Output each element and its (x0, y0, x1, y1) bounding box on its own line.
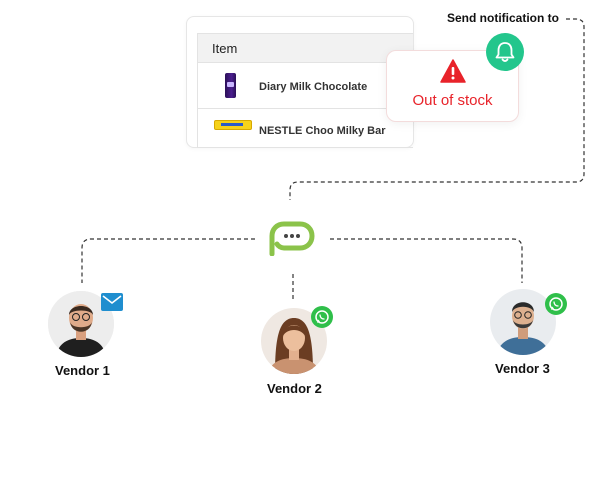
out-of-stock-label: Out of stock (412, 92, 493, 109)
whatsapp-icon (545, 293, 567, 315)
whatsapp-icon (311, 306, 333, 328)
vendor1-connector (81, 238, 255, 283)
whatsapp-glyph (315, 310, 329, 324)
inventory-table: Item Diary Milk Chocolate NESTLE Choo Mi… (197, 33, 413, 148)
vendor1-label: Vendor 1 (55, 363, 110, 378)
table-row[interactable]: NESTLE Choo Milky Bar (198, 109, 413, 154)
table-header-item: Item (212, 41, 238, 56)
vendor3-label: Vendor 3 (495, 361, 550, 376)
vendor2-label: Vendor 2 (267, 381, 322, 396)
product-name: Diary Milk Chocolate (259, 81, 368, 93)
notify-connector (289, 18, 585, 200)
table-row[interactable]: Diary Milk Chocolate (198, 63, 413, 109)
milky-bar-image (214, 120, 252, 130)
vendor3-connector (330, 238, 523, 283)
bell-glyph (495, 42, 515, 62)
chocolate-bar-image (225, 73, 236, 98)
send-notification-label: Send notification to (447, 11, 559, 25)
email-icon (101, 293, 123, 311)
bell-icon[interactable] (486, 33, 524, 71)
warning-icon (440, 59, 466, 83)
app-logo-icon (269, 221, 315, 256)
whatsapp-glyph (549, 297, 563, 311)
product-name: NESTLE Choo Milky Bar (259, 125, 386, 137)
email-glyph (102, 295, 122, 305)
table-header: Item (198, 34, 413, 63)
vendor2-avatar[interactable] (261, 308, 327, 374)
vendor2-portrait (261, 308, 327, 374)
